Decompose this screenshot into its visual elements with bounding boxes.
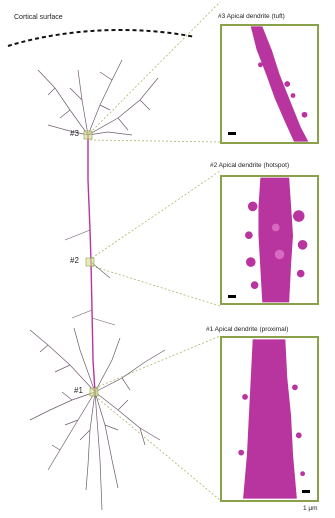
cortical-surface-label: Cortical surface	[14, 14, 63, 21]
scale-label: 1 μm	[303, 505, 318, 512]
panel-3-title: #3 Apical dendrite (tuft)	[218, 13, 285, 20]
marker-boxes	[84, 131, 98, 396]
dendrite-render-1	[222, 338, 317, 500]
marker-3: #3	[70, 129, 79, 138]
panel-3-tuft	[220, 24, 319, 144]
apical-tuft	[38, 60, 158, 135]
dendrite-render-2	[222, 177, 317, 303]
panel-2-hotspot	[220, 175, 319, 305]
basal-dendrites	[30, 328, 165, 510]
panel-2-title: #2 Apical dendrite (hotspot)	[210, 162, 289, 169]
scale-bar-1	[302, 490, 310, 493]
dendrite-render-3	[222, 26, 317, 142]
scale-bar-2	[228, 295, 236, 298]
panel-1-proximal	[220, 336, 319, 502]
panel-1-title: #1 Apical dendrite (proximal)	[206, 326, 288, 333]
marker-2: #2	[70, 256, 79, 265]
cortical-surface-line	[8, 30, 195, 46]
scale-bar-3	[228, 132, 236, 135]
marker-1: #1	[74, 386, 83, 395]
connector-lines	[90, 2, 220, 500]
